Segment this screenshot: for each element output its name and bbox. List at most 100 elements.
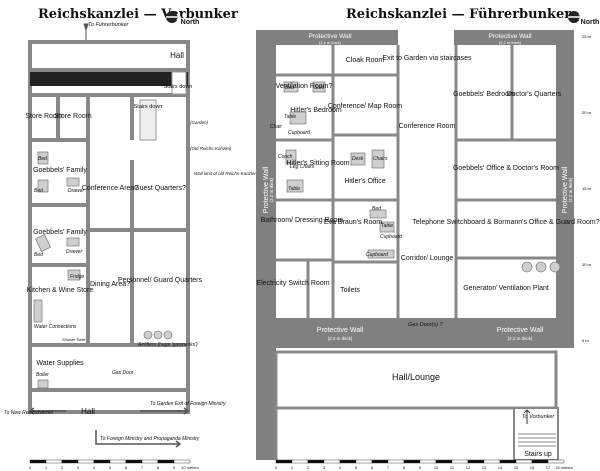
gas-doors-label: Gas Door(s) ?	[408, 322, 443, 328]
bed-label-1: Bed	[38, 156, 47, 162]
wall-mid-right-label: Protective Wall	[497, 327, 544, 334]
stairs-up-label: Stairs up	[524, 451, 552, 458]
scale-segment	[339, 459, 357, 464]
couch-label: Couch	[278, 154, 293, 160]
room-goebbels-office: Goebbels' Office & Doctor's Room	[453, 165, 559, 172]
scale-tick-label: 8	[157, 465, 160, 470]
exit-to-garden: Exit to Garden via staircases	[382, 55, 472, 62]
room-water-supplies: Water Supplies	[36, 360, 84, 367]
wall-mid-left-label: Protective Wall	[317, 327, 364, 334]
right-tick-label: 10 m	[582, 262, 592, 267]
scale-segment	[141, 459, 159, 464]
scale-segment	[355, 459, 373, 464]
fuehrerbunker-room-walls	[276, 45, 556, 318]
room-eva-braun: Eva Braun's Room	[324, 219, 382, 226]
wall-left-sub: (2.2 m thick)	[269, 177, 274, 202]
chairs-label: Chairs	[373, 156, 388, 162]
airfilters-label: Airfilters (huge 'gasmasks')	[137, 342, 198, 348]
scale-tick-label: 12	[466, 465, 471, 470]
room-hall-lounge: Hall/Lounge	[392, 372, 440, 382]
room-store-1: Store Room	[25, 113, 63, 120]
scale-tick-label: 4	[93, 465, 96, 470]
north-label-left: North	[181, 19, 200, 26]
scale-segment	[435, 459, 453, 464]
room-telephone-switchboard: Telephone Switchboard & Bormann's Office…	[412, 219, 599, 226]
vorbunker-walls	[28, 40, 190, 414]
scale-segment	[531, 459, 549, 464]
chair-label: Chair	[270, 124, 282, 130]
stairs-up-steps	[518, 433, 556, 447]
toilet-label: Toilet	[76, 337, 86, 342]
wall-top-left-sub: (2.2 m thick)	[319, 40, 342, 45]
garden-label: (Garden)	[190, 120, 209, 125]
scale-segment	[371, 459, 389, 464]
wall-mid-right-sub: (2.2 m thick)	[508, 336, 533, 341]
boiler-label: Boiler	[36, 372, 49, 378]
new-reichskanzlei-label: To New Reichskanzlei	[4, 410, 54, 416]
north-arrow-right: North	[568, 11, 599, 26]
scale-tick-label: 9	[173, 465, 176, 470]
room-dining-area: Dining Area?	[90, 281, 130, 288]
stairs-center: Stairs down	[134, 99, 162, 141]
stairs-label-top: Stairs down	[164, 84, 193, 90]
scale-tick-label: 8	[403, 465, 406, 470]
fridge-label: Fridge	[70, 274, 84, 280]
fuehrerbunker-right-ticks: 25 m20 m15 m10 m5 m	[582, 34, 592, 343]
scale-tick-label: 10	[434, 465, 439, 470]
room-personnel-quarters: Personnel/ Guard Quarters	[118, 277, 203, 284]
bed-label-3: Bed	[34, 252, 43, 258]
room-conference: Conference Room	[399, 123, 456, 130]
room-guest-quarters: Guest Quarters?	[134, 185, 186, 192]
right-tick-label: 25 m	[582, 34, 592, 39]
wall-top-right-sub: (2.2 m thick)	[499, 40, 522, 45]
scale-segment	[125, 459, 143, 464]
to-vorbunker-label: To Vorbunker	[522, 414, 556, 420]
scale-tick-label: 1	[291, 465, 294, 470]
scale-segment	[547, 459, 565, 464]
wall-top-left-label: Protective Wall	[308, 33, 352, 40]
room-hitler-bedroom: Hitler's Bedroom	[290, 107, 342, 114]
table-label: Table	[284, 114, 296, 120]
fuehrerbunker-title: Reichskanzlei — Führerbunker	[346, 7, 571, 22]
room-hall-top: Hall	[170, 51, 184, 60]
room-conference-map: Conference/ Map Room	[328, 103, 402, 110]
room-toilets: Toilets	[340, 287, 360, 294]
scale-tick-label: 6	[371, 465, 374, 470]
table-label-2: Table	[288, 186, 300, 192]
north-label-right: North	[581, 19, 600, 26]
north-arrow-left: North	[166, 11, 199, 26]
scale-segment	[307, 459, 325, 464]
scale-segment	[61, 459, 79, 464]
bed-label: Bed	[285, 85, 294, 91]
scale-segment	[403, 459, 421, 464]
scale-segment	[467, 459, 485, 464]
scale-segment	[275, 459, 293, 464]
room-hitler-sitting: Hitler's Sitting Room	[286, 160, 349, 167]
old-wall-label: (Old Reichs-Kanzlei)	[190, 146, 232, 151]
scale-segment	[387, 459, 405, 464]
room-goebbels-bedroom: Goebbels' Bedroom	[453, 91, 515, 98]
scale-tick-label: 1	[45, 465, 48, 470]
scale-segment	[291, 459, 309, 464]
shower-label: Shower	[62, 337, 76, 342]
gas-door-label: Gas Door	[112, 370, 134, 376]
wall-mid-left-sub: (2.2 m thick)	[328, 336, 353, 341]
room-hitler-office: Hitler's Office	[344, 178, 385, 185]
scale-tick-label: 9	[419, 465, 422, 470]
room-store-2: Store Room	[54, 113, 92, 120]
room-electricity: Electricity Switch Room	[256, 280, 329, 287]
scale-segment	[515, 459, 533, 464]
stairs-top-right	[171, 71, 187, 95]
scale-tick-label: 3	[323, 465, 326, 470]
room-corridor-lounge: Corridor/ Lounge	[401, 255, 454, 262]
room-cloak: Cloak Room	[346, 57, 385, 64]
scale-segment	[499, 459, 517, 464]
scale-tick-label: 16	[530, 465, 535, 470]
room-generator: Generator/ Ventilation Plant	[463, 285, 549, 292]
scale-segment	[93, 459, 111, 464]
wall-limit-label: Wall limit of old Reichs-Kanzlei	[194, 171, 256, 176]
up-arrow	[83, 23, 89, 40]
garden-exit-label: To Garden Exit of Foreign Ministry	[150, 401, 226, 407]
